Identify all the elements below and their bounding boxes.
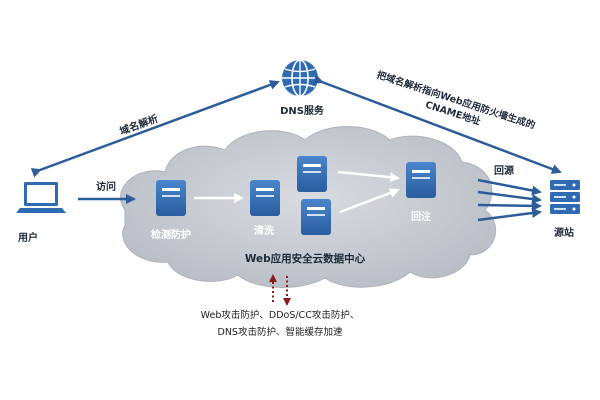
clean-to-inject-arrow-bottom (339, 188, 400, 214)
detect-label: 检测防护 (151, 228, 191, 241)
server-icon (301, 199, 331, 235)
feature-line2: DNS攻击防护、智能缓存加速 (218, 326, 343, 338)
server-rack-icon (550, 180, 580, 214)
server-icon (406, 162, 436, 198)
globe-icon (282, 59, 318, 97)
inject-label: 回注 (411, 210, 431, 223)
clean-label: 清洗 (254, 224, 274, 237)
back-to-origin-arrows (477, 178, 542, 222)
back-to-origin-label: 回源 (494, 164, 514, 177)
user-label: 用户 (17, 231, 38, 244)
server-icon (297, 156, 327, 192)
domain-resolve-arrow (30, 80, 280, 178)
feature-link-arrows (269, 274, 291, 306)
feature-line1: Web攻击防护、DDoS/CC攻击防护、 (201, 309, 360, 321)
laptop-icon (16, 182, 66, 213)
server-icon (250, 180, 280, 216)
cname-arrow (312, 74, 562, 174)
server-icon (156, 180, 186, 216)
origin-label: 源站 (554, 226, 574, 239)
dns-service-label: DNS服务 (280, 104, 325, 117)
cname-label-line1: 把域名解析指向Web应用防火墙生成的 (375, 69, 537, 132)
datacenter-label: Web应用安全云数据中心 (245, 252, 366, 265)
clean-to-inject-arrow-top (337, 170, 400, 183)
visit-label: 访问 (96, 180, 116, 193)
